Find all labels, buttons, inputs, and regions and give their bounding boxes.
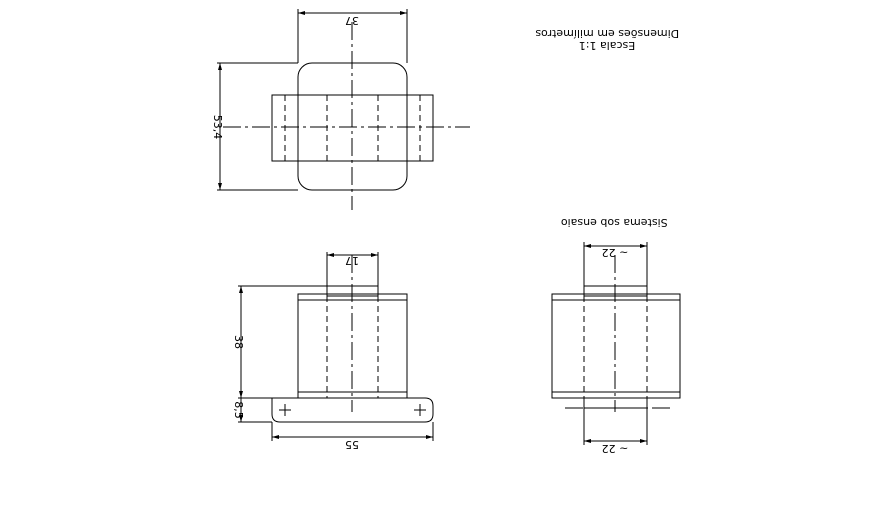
dim-top-width: 37 [345, 14, 359, 27]
dim-base-width: 55 [345, 438, 359, 451]
side-view-coil [551, 293, 681, 399]
scale-note: Escala 1:1 [579, 39, 635, 52]
dim-top-height: 53,4 [211, 115, 224, 140]
side-view: ~ 22 ~ 22 [551, 242, 681, 455]
dim-side-width-bottom: ~ 22 [602, 442, 629, 455]
top-view: 37 53,4 [211, 9, 470, 210]
system-note: Sistema sob ensaio [561, 216, 668, 229]
dim-front-width-top: 17 [345, 254, 359, 267]
front-view-base [271, 397, 434, 423]
dim-base-height: 8,5 [232, 401, 245, 419]
units-note: Dimensões em milímetros [535, 27, 679, 40]
dim-side-width-top: ~ 22 [602, 246, 629, 259]
front-view: 17 38 8,5 55 [232, 252, 434, 451]
dim-front-height: 38 [232, 335, 245, 349]
